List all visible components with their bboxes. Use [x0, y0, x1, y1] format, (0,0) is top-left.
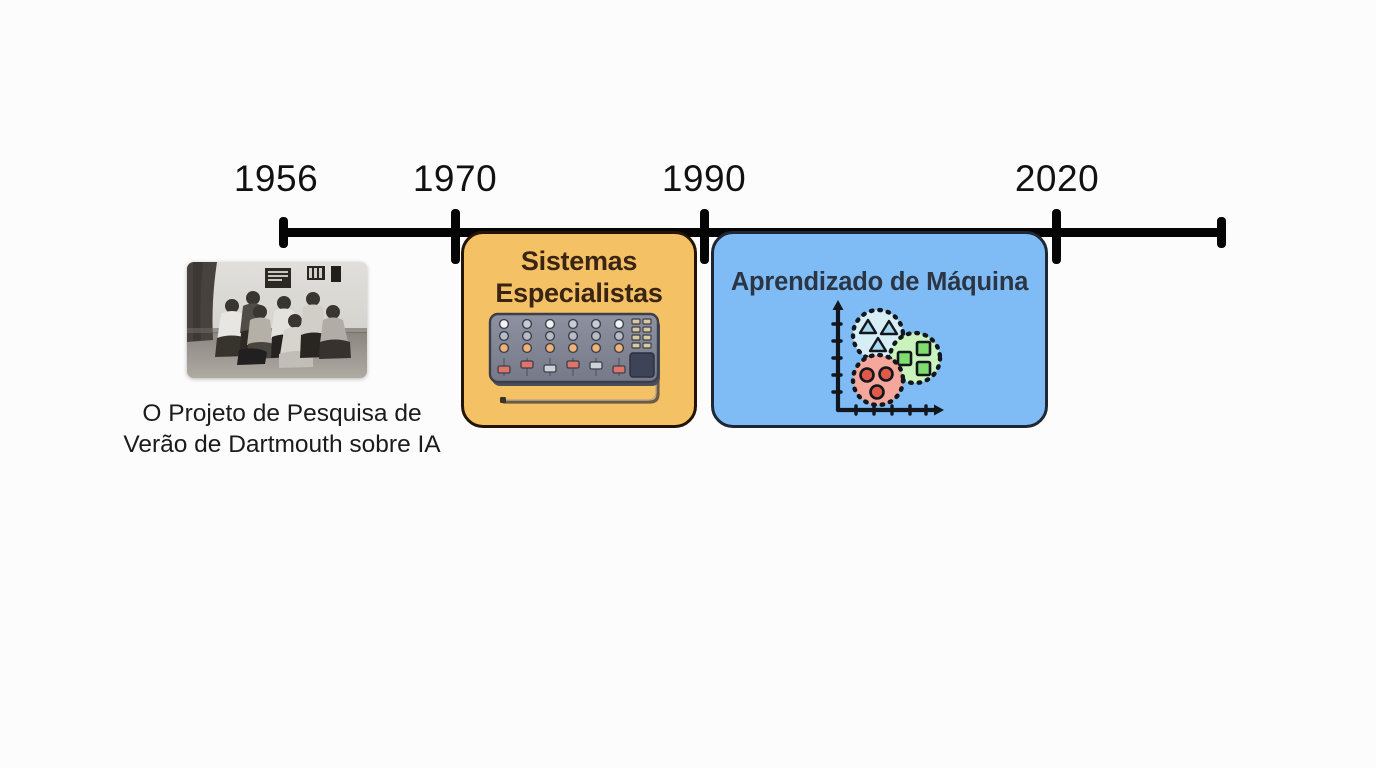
dartmouth-group-photo-image [187, 262, 367, 378]
year-label-1970: 1970 [412, 158, 498, 199]
card-expert-systems[interactable]: Sistemas Especialistas [461, 231, 697, 428]
timeline-tick-end [1217, 217, 1226, 248]
card-expert-systems-title: Sistemas Especialistas [495, 246, 663, 308]
year-label-1956: 1956 [233, 158, 319, 199]
timeline-tick-1956 [279, 217, 288, 248]
dartmouth-group-photo [187, 262, 367, 378]
card-machine-learning-title: Aprendizado de Máquina [730, 268, 1029, 296]
timeline-tick-2020 [1052, 209, 1061, 264]
timeline-tick-1970 [451, 209, 460, 264]
timeline-tick-1990 [700, 209, 709, 264]
dartmouth-photo-caption: O Projeto de Pesquisa de Verão de Dartmo… [123, 400, 441, 458]
year-label-1990: 1990 [661, 158, 747, 199]
year-label-2020: 2020 [1014, 158, 1100, 199]
cluster-scatter-plot-icon [826, 292, 951, 425]
audio-mixer-console-icon [480, 306, 680, 426]
card-machine-learning[interactable]: Aprendizado de Máquina [711, 231, 1048, 428]
